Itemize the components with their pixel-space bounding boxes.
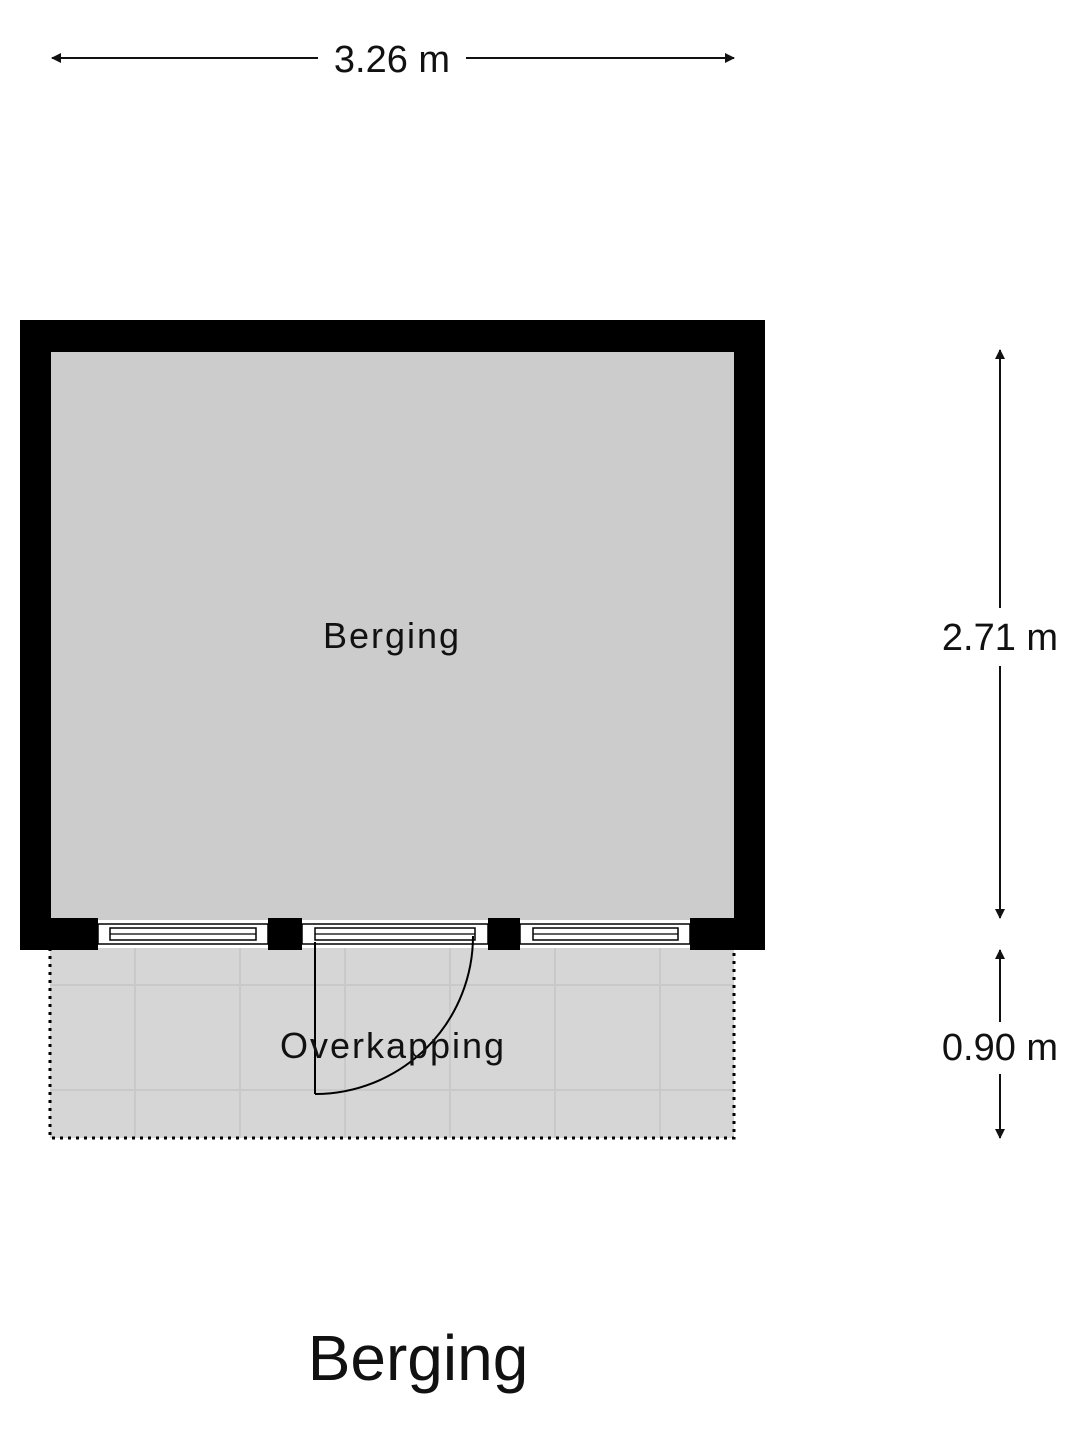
room-berging-floor bbox=[50, 350, 734, 920]
canopy-area bbox=[48, 948, 736, 1140]
dimension-width-label: 3.26 m bbox=[334, 39, 450, 81]
room-label-overkapping: Overkapping bbox=[280, 1025, 506, 1066]
dimension-depth-room-label: 2.71 m bbox=[942, 617, 1058, 659]
plan-title: Berging bbox=[308, 1322, 529, 1394]
canopy-tile-grid bbox=[50, 948, 734, 1138]
walls bbox=[20, 320, 765, 950]
wall-left bbox=[20, 320, 51, 950]
window-left bbox=[97, 923, 269, 945]
wall-pillar-1 bbox=[268, 918, 302, 950]
dimension-depth-canopy: 0.90 m bbox=[942, 949, 1058, 1139]
dimension-depth-canopy-label: 0.90 m bbox=[942, 1027, 1058, 1069]
dimension-depth-room: 2.71 m bbox=[942, 349, 1058, 919]
window-right bbox=[519, 923, 691, 945]
bottom-openings bbox=[97, 923, 691, 945]
wall-bottom-left bbox=[20, 918, 98, 950]
door-frame bbox=[301, 923, 489, 945]
door-swing bbox=[314, 935, 474, 1095]
dimension-width: 3.26 m bbox=[51, 39, 735, 81]
wall-right bbox=[734, 320, 765, 950]
wall-top bbox=[20, 320, 765, 352]
wall-pillar-2 bbox=[488, 918, 520, 950]
canopy-dotted-outline bbox=[48, 948, 736, 1140]
wall-bottom-right bbox=[690, 918, 765, 950]
room-label-berging: Berging bbox=[323, 615, 461, 656]
